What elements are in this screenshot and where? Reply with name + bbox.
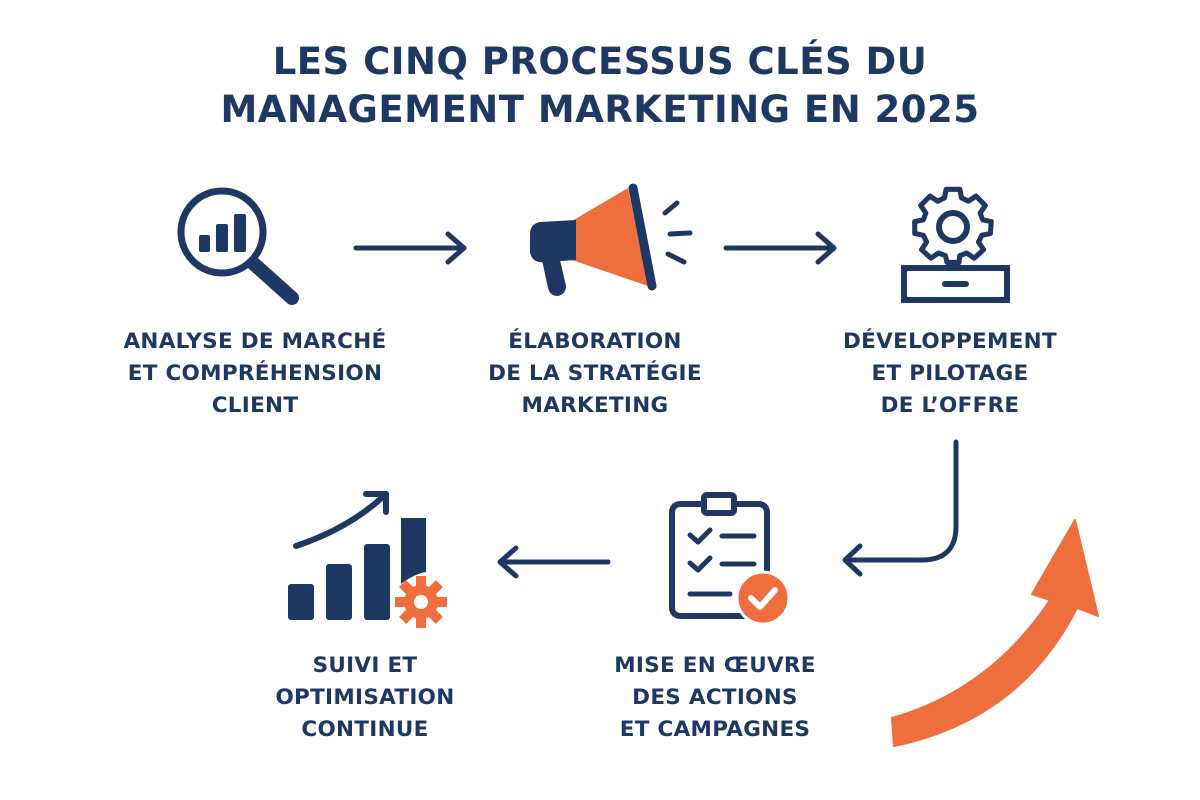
label-line: DES ACTIONS <box>632 685 798 710</box>
magnifier-bar-chart-icon <box>177 187 299 305</box>
arrow-right-icon <box>353 231 467 265</box>
title-line-1: LES CINQ PROCESSUS CLÉS DU <box>272 40 928 83</box>
step-label-market-analysis: ANALYSE DE MARCHÉ ET COMPRÉHENSION CLIEN… <box>100 326 410 422</box>
title-line-2: MANAGEMENT MARKETING EN 2025 <box>220 88 980 131</box>
gear-on-tray-icon <box>901 186 1010 303</box>
label-line: CONTINUE <box>301 717 429 742</box>
megaphone-icon <box>530 183 693 296</box>
label-line: ET CAMPAGNES <box>619 717 811 742</box>
label-line: MISE EN ŒUVRE <box>614 653 816 678</box>
label-line: DE LA STRATÉGIE <box>488 361 702 386</box>
label-line: DE L’OFFRE <box>880 393 1020 418</box>
label-line: ET PILOTAGE <box>871 361 1029 386</box>
label-line: CLIENT <box>211 393 299 418</box>
label-line: ANALYSE DE MARCHÉ <box>123 329 387 354</box>
label-line: DÉVELOPPEMENT <box>843 329 1057 354</box>
label-line: MARKETING <box>521 393 669 418</box>
clipboard-checklist-icon <box>669 492 791 626</box>
step-label-tracking-optimization: SUIVI ET OPTIMISATION CONTINUE <box>245 650 485 746</box>
arrow-right-icon <box>723 231 837 265</box>
arrow-left-icon <box>497 545 611 579</box>
arrow-down-left-icon <box>842 439 959 577</box>
curved-cycle-arrow-icon <box>891 519 1099 747</box>
step-label-implementation: MISE EN ŒUVRE DES ACTIONS ET CAMPAGNES <box>590 650 840 746</box>
label-line: ET COMPRÉHENSION <box>127 361 383 386</box>
growth-chart-gear-icon <box>288 491 447 628</box>
label-line: SUIVI ET <box>312 653 418 678</box>
label-line: OPTIMISATION <box>275 685 455 710</box>
step-label-offer-development: DÉVELOPPEMENT ET PILOTAGE DE L’OFFRE <box>815 326 1085 422</box>
step-label-strategy: ÉLABORATION DE LA STRATÉGIE MARKETING <box>455 326 735 422</box>
label-line: ÉLABORATION <box>508 329 682 354</box>
page-title: LES CINQ PROCESSUS CLÉS DU MANAGEMENT MA… <box>0 38 1200 134</box>
